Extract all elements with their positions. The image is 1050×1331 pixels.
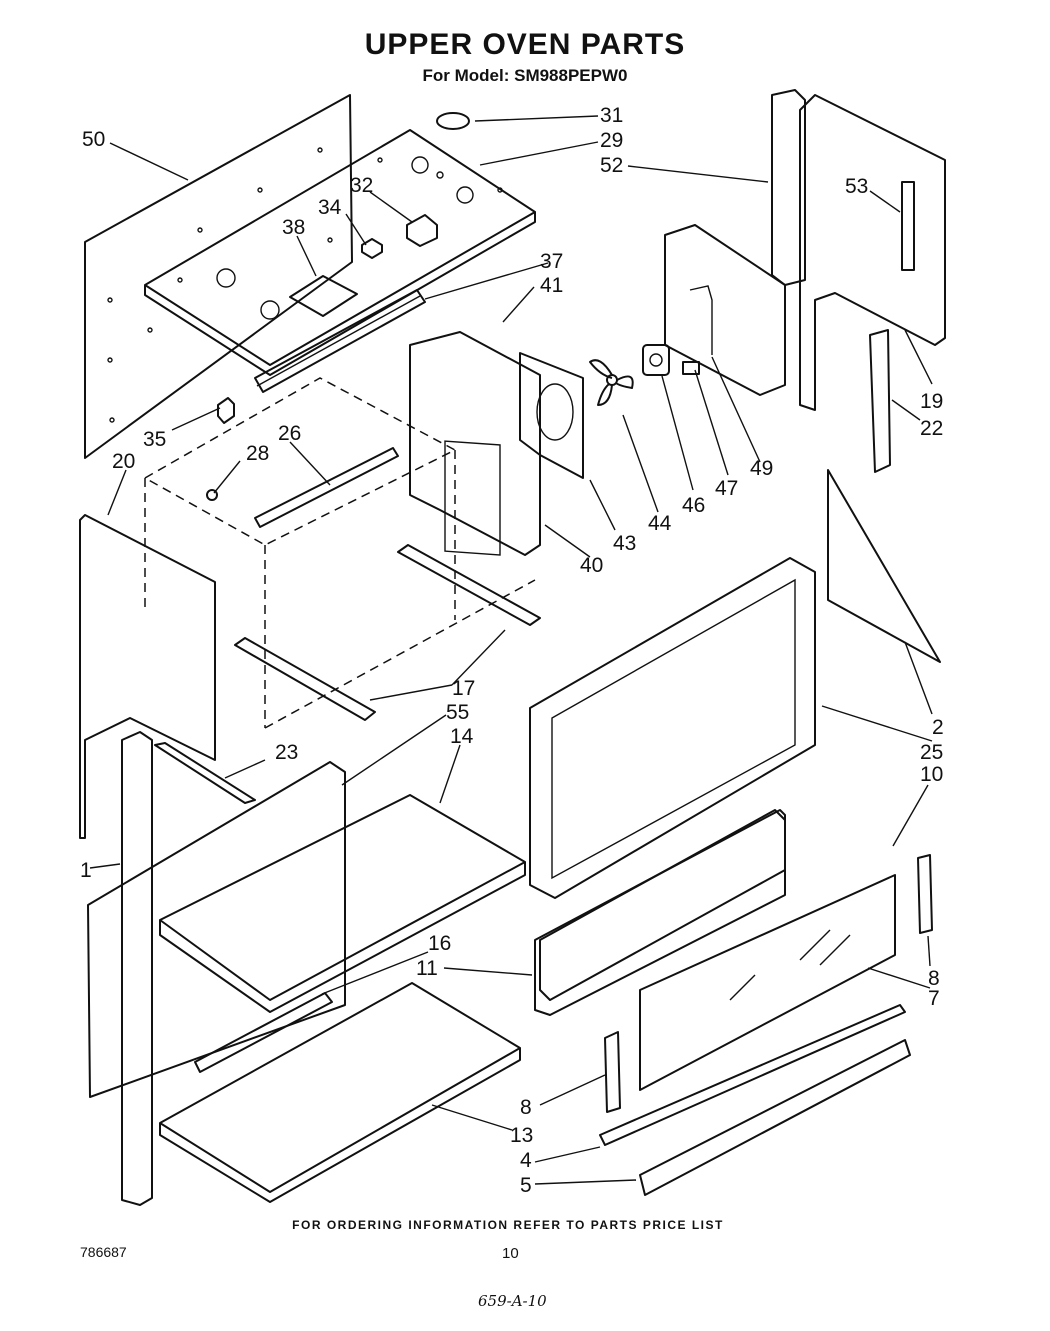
part-22-strip bbox=[869, 329, 891, 473]
part-28-screw bbox=[206, 489, 218, 501]
callout-50: 50 bbox=[82, 128, 105, 151]
part-16-strip bbox=[194, 992, 333, 1073]
callout-22: 22 bbox=[920, 417, 943, 440]
part-52-channel bbox=[771, 89, 806, 286]
callout-35: 35 bbox=[143, 428, 166, 451]
callout-28: 28 bbox=[246, 442, 269, 465]
part-23-strip bbox=[154, 742, 256, 804]
callout-8-left: 8 bbox=[520, 1096, 532, 1119]
handwritten-code: 659-A-10 bbox=[478, 1292, 547, 1310]
callout-16: 16 bbox=[428, 932, 451, 955]
callout-46: 46 bbox=[682, 494, 705, 517]
callout-34: 34 bbox=[318, 196, 342, 219]
part-46-fan-motor bbox=[642, 344, 670, 376]
callout-38: 38 bbox=[282, 216, 305, 239]
part-13-bottom-pan bbox=[159, 982, 521, 1193]
part-8-strip-left bbox=[604, 1031, 621, 1113]
callout-23: 23 bbox=[275, 741, 298, 764]
ordering-note: FOR ORDERING INFORMATION REFER TO PARTS … bbox=[292, 1218, 724, 1232]
part-2-gusset bbox=[827, 469, 941, 663]
callout-14: 14 bbox=[450, 725, 474, 748]
callout-41: 41 bbox=[540, 274, 563, 297]
part-29-oven-top bbox=[144, 129, 536, 376]
part-1-front-post bbox=[121, 731, 153, 1206]
part-4-rail bbox=[599, 1004, 906, 1146]
callout-19: 19 bbox=[920, 390, 943, 413]
callout-8-right: 8 bbox=[928, 967, 940, 990]
callout-11: 11 bbox=[416, 957, 438, 980]
callout-31: 31 bbox=[600, 104, 623, 127]
callout-13: 13 bbox=[510, 1124, 533, 1147]
callout-2: 2 bbox=[932, 716, 944, 739]
part-55-side-rail bbox=[87, 761, 346, 1098]
callout-labels: 50 31 29 52 32 34 38 53 37 41 19 22 35 2… bbox=[80, 104, 944, 1197]
callout-29: 29 bbox=[600, 129, 623, 152]
page-number: 10 bbox=[502, 1245, 519, 1262]
part-50-back-panel bbox=[84, 94, 353, 459]
part-14-shelf-edge bbox=[159, 862, 526, 1013]
part-14-shelf bbox=[159, 794, 526, 1001]
part-25-door-frame bbox=[529, 557, 816, 899]
part-40-rear-panel bbox=[409, 331, 541, 556]
callout-5: 5 bbox=[520, 1174, 532, 1197]
part-7-glass-panel bbox=[639, 874, 896, 1091]
callout-10: 10 bbox=[920, 763, 943, 786]
part-32-bracket bbox=[406, 214, 438, 247]
callout-37: 37 bbox=[540, 250, 563, 273]
document-number: 786687 bbox=[80, 1244, 127, 1260]
part-49-motor-mount bbox=[664, 224, 786, 396]
part-8-strip-right bbox=[917, 854, 933, 934]
callout-leaders bbox=[89, 115, 933, 1185]
callout-4: 4 bbox=[520, 1149, 532, 1172]
page-title: UPPER OVEN PARTS bbox=[364, 28, 686, 61]
callout-26: 26 bbox=[278, 422, 301, 445]
part-13-pan-edge bbox=[159, 1048, 521, 1203]
part-17-rack-support-lower bbox=[234, 637, 376, 721]
part-34-clip bbox=[361, 238, 383, 259]
part-38-plate bbox=[289, 275, 358, 317]
callout-55: 55 bbox=[446, 701, 469, 724]
part-37-trim bbox=[254, 289, 426, 393]
callout-25: 25 bbox=[920, 741, 943, 764]
callout-20: 20 bbox=[112, 450, 135, 473]
part-11-front-trim bbox=[534, 809, 786, 1016]
part-43-fan-cover bbox=[519, 352, 584, 479]
model-subtitle: For Model: SM988PEPW0 bbox=[422, 66, 628, 85]
part-17-rack-support-upper bbox=[397, 544, 541, 626]
callout-40: 40 bbox=[580, 554, 603, 577]
callout-52: 52 bbox=[600, 154, 623, 177]
part-35-clip bbox=[217, 397, 235, 424]
callout-44: 44 bbox=[648, 512, 672, 535]
part-5-rail bbox=[639, 1039, 911, 1196]
part-47-motor-bracket bbox=[682, 361, 700, 375]
part-31-plug bbox=[436, 112, 470, 130]
part-26-rack-support bbox=[254, 447, 399, 528]
part-44-fan-blade bbox=[589, 359, 634, 406]
callout-32: 32 bbox=[350, 174, 373, 197]
callout-1: 1 bbox=[80, 859, 92, 882]
part-20-side-panel bbox=[79, 514, 216, 839]
callout-17: 17 bbox=[452, 677, 475, 700]
callout-47: 47 bbox=[715, 477, 738, 500]
callout-43: 43 bbox=[613, 532, 636, 555]
part-19-side-panel bbox=[799, 94, 946, 411]
callout-53: 53 bbox=[845, 175, 868, 198]
callout-49: 49 bbox=[750, 457, 773, 480]
part-10-control-trim bbox=[539, 809, 786, 1001]
callout-7: 7 bbox=[928, 987, 940, 1010]
